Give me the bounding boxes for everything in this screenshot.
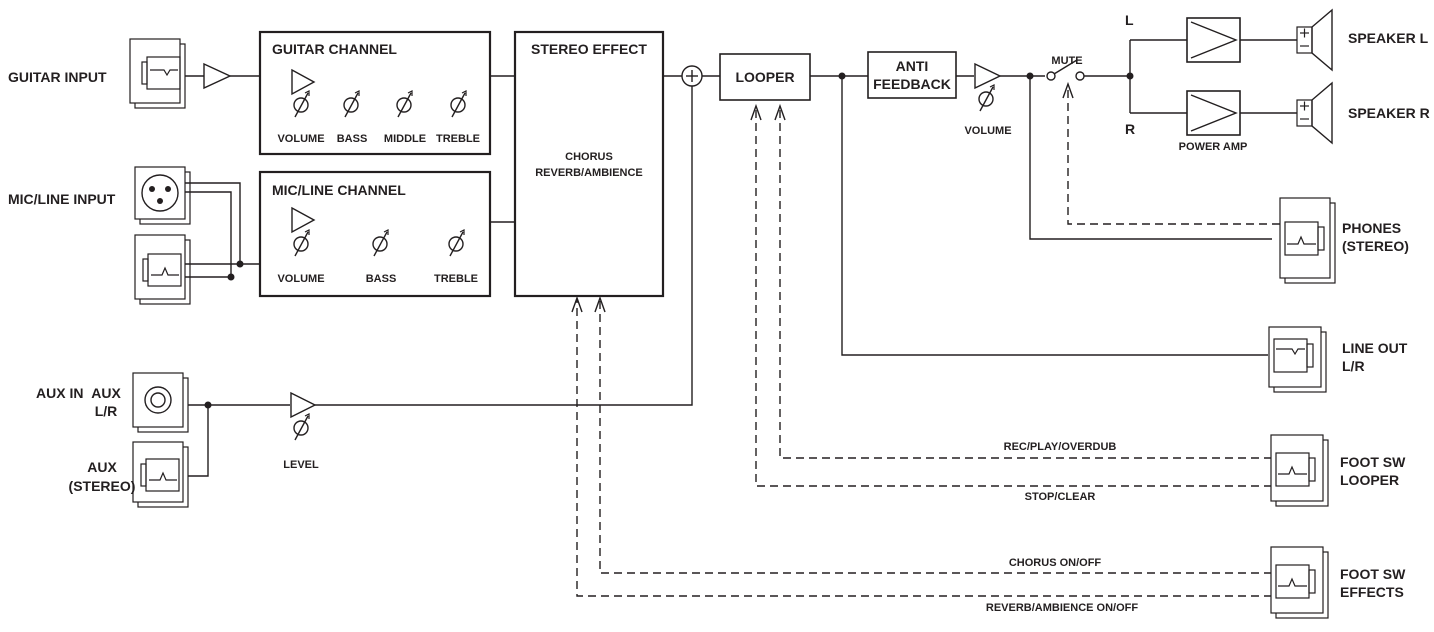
aux-lr-label-line1: AUX [91,385,121,401]
master-volume-label: VOLUME [964,125,1011,137]
guitar-input-jack [129,38,186,109]
mic-bass-knob-icon [372,229,389,257]
aux-level-control: LEVEL [283,391,319,471]
foot-sw-looper-label-line2: LOOPER [1340,472,1399,488]
master-volume-amp-icon [974,62,1002,90]
control-wires [576,88,1280,597]
guitar-bass-knob-icon [343,90,360,118]
mic-line-xlr-jack [134,166,191,225]
guitar-volume-label: VOLUME [277,133,324,145]
guitar-volume-amp-icon [291,68,316,96]
reverb-ambience-label: REVERB/AMBIENCE [535,167,643,179]
master-volume-knob-icon [978,84,995,112]
mic-bass-label: BASS [366,273,397,285]
foot-sw-effects-jack [1270,546,1329,619]
mic-line-channel-block: MIC/LINE CHANNEL VOLUME BASS TREBLE [258,170,492,298]
speaker-right-icon [1296,81,1333,145]
master-volume-control: VOLUME [964,62,1012,137]
speaker-right-label: SPEAKER R [1348,105,1430,121]
aux-level-label: LEVEL [283,459,319,471]
aux-rca-jack [132,372,189,433]
foot-sw-effects-label-line2: EFFECTS [1340,584,1404,600]
mute-switch-icon [1046,59,1085,81]
reverb-ambience-on-off-label: REVERB/AMBIENCE ON/OFF [986,602,1138,614]
guitar-middle-knob-icon [396,90,413,118]
phones-label-line2: (STEREO) [1342,238,1409,254]
line-out-jack [1268,326,1327,393]
guitar-channel-block: GUITAR CHANNEL VOLUME BASS MIDDLE TREBLE [258,30,492,156]
aux-level-knob-icon [293,413,310,441]
line-out-label-line2: L/R [1342,358,1365,374]
mute-label: MUTE [1051,55,1082,67]
aux-stereo-label-line1: AUX [87,459,117,475]
line-out-label-line1: LINE OUT [1342,340,1408,356]
guitar-volume-knob-icon [293,90,310,118]
aux-level-amp-icon [290,391,317,419]
chorus-on-off-label: CHORUS ON/OFF [1009,557,1102,569]
mic-volume-knob-icon [293,229,310,257]
guitar-middle-label: MIDDLE [384,133,426,145]
stop-clear-label: STOP/CLEAR [1025,491,1096,503]
guitar-channel-title: GUITAR CHANNEL [272,41,397,57]
guitar-preamp-triangle-icon [203,62,232,90]
stereo-effect-block: STEREO EFFECT CHORUS REVERB/AMBIENCE [513,30,665,298]
looper-block: LOOPER [719,53,811,101]
looper-title: LOOPER [735,69,794,85]
junction-dots [204,72,1134,409]
mic-volume-label: VOLUME [277,273,324,285]
feedback-label: FEEDBACK [873,76,951,92]
right-channel-label: R [1125,121,1135,137]
mic-volume-amp-icon [291,206,316,234]
mic-line-phone-jack [134,234,191,305]
foot-sw-looper-label-line1: FOOT SW [1340,454,1406,470]
mic-treble-knob-icon [448,229,465,257]
speaker-left-label: SPEAKER L [1348,30,1429,46]
phones-jack [1279,197,1336,284]
mic-line-channel-title: MIC/LINE CHANNEL [272,182,406,198]
aux-stereo-jack [132,441,189,508]
power-amp-label: POWER AMP [1179,141,1248,153]
power-amp-right [1186,90,1241,136]
foot-sw-looper-jack [1270,434,1329,507]
control-arrows [571,81,1074,313]
rec-play-overdub-label: REC/PLAY/OVERDUB [1004,441,1117,453]
anti-label: ANTI [896,58,929,74]
left-channel-label: L [1125,12,1134,28]
foot-sw-effects-label-line1: FOOT SW [1340,566,1406,582]
summing-junction-icon [681,65,703,87]
guitar-input-label: GUITAR INPUT [8,69,107,85]
guitar-bass-label: BASS [337,133,368,145]
mic-line-input-label: MIC/LINE INPUT [8,191,116,207]
guitar-treble-label: TREBLE [436,133,480,145]
speaker-left-icon [1296,8,1333,72]
phones-label-line1: PHONES [1342,220,1401,236]
aux-in-label: AUX IN [36,385,83,401]
stereo-effect-title: STEREO EFFECT [531,41,647,57]
power-amp-left [1186,17,1241,63]
aux-lr-label-line2: L/R [95,403,118,419]
mic-treble-label: TREBLE [434,273,478,285]
chorus-label: CHORUS [565,151,613,163]
anti-feedback-block: ANTI FEEDBACK [867,51,957,99]
guitar-treble-knob-icon [450,90,467,118]
aux-stereo-label-line2: (STEREO) [69,478,136,494]
